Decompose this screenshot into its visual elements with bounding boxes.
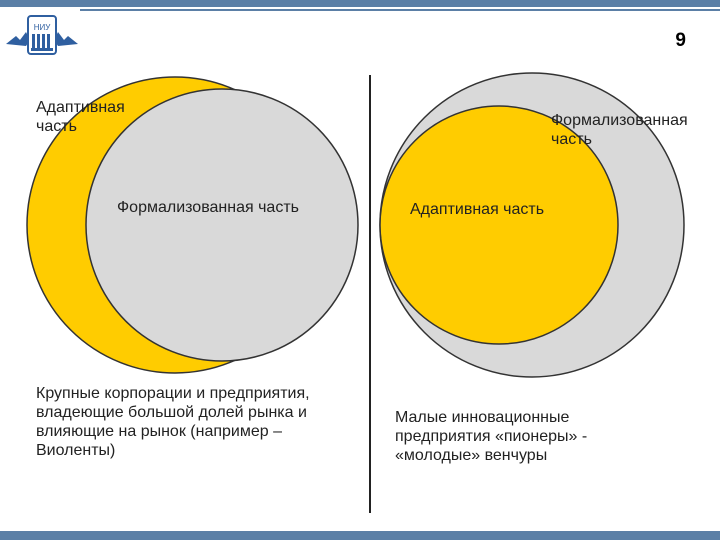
right-formal-label: Формализованная часть xyxy=(551,112,688,148)
left-formal-label: Формализованная часть xyxy=(117,199,299,216)
left-adaptive-label: Адаптивная часть xyxy=(36,99,125,135)
right-inner-circle-adaptive xyxy=(379,105,619,345)
page-number: 9 xyxy=(675,30,686,51)
header-rule xyxy=(80,9,720,11)
right-description: Малые инновационные предприятия «пионеры… xyxy=(395,409,588,464)
bottom-accent-bar xyxy=(0,531,720,540)
left-diagram xyxy=(26,76,359,374)
right-diagram xyxy=(379,72,685,378)
right-adaptive-label: Адаптивная часть xyxy=(410,201,545,218)
top-accent-bar xyxy=(0,0,720,7)
logo-text: НИУ xyxy=(34,23,52,32)
left-inner-circle-formal xyxy=(85,88,359,362)
university-logo: НИУ xyxy=(4,10,80,60)
left-description: Крупные корпорации и предприятия, владею… xyxy=(36,385,310,459)
center-divider xyxy=(369,75,371,513)
